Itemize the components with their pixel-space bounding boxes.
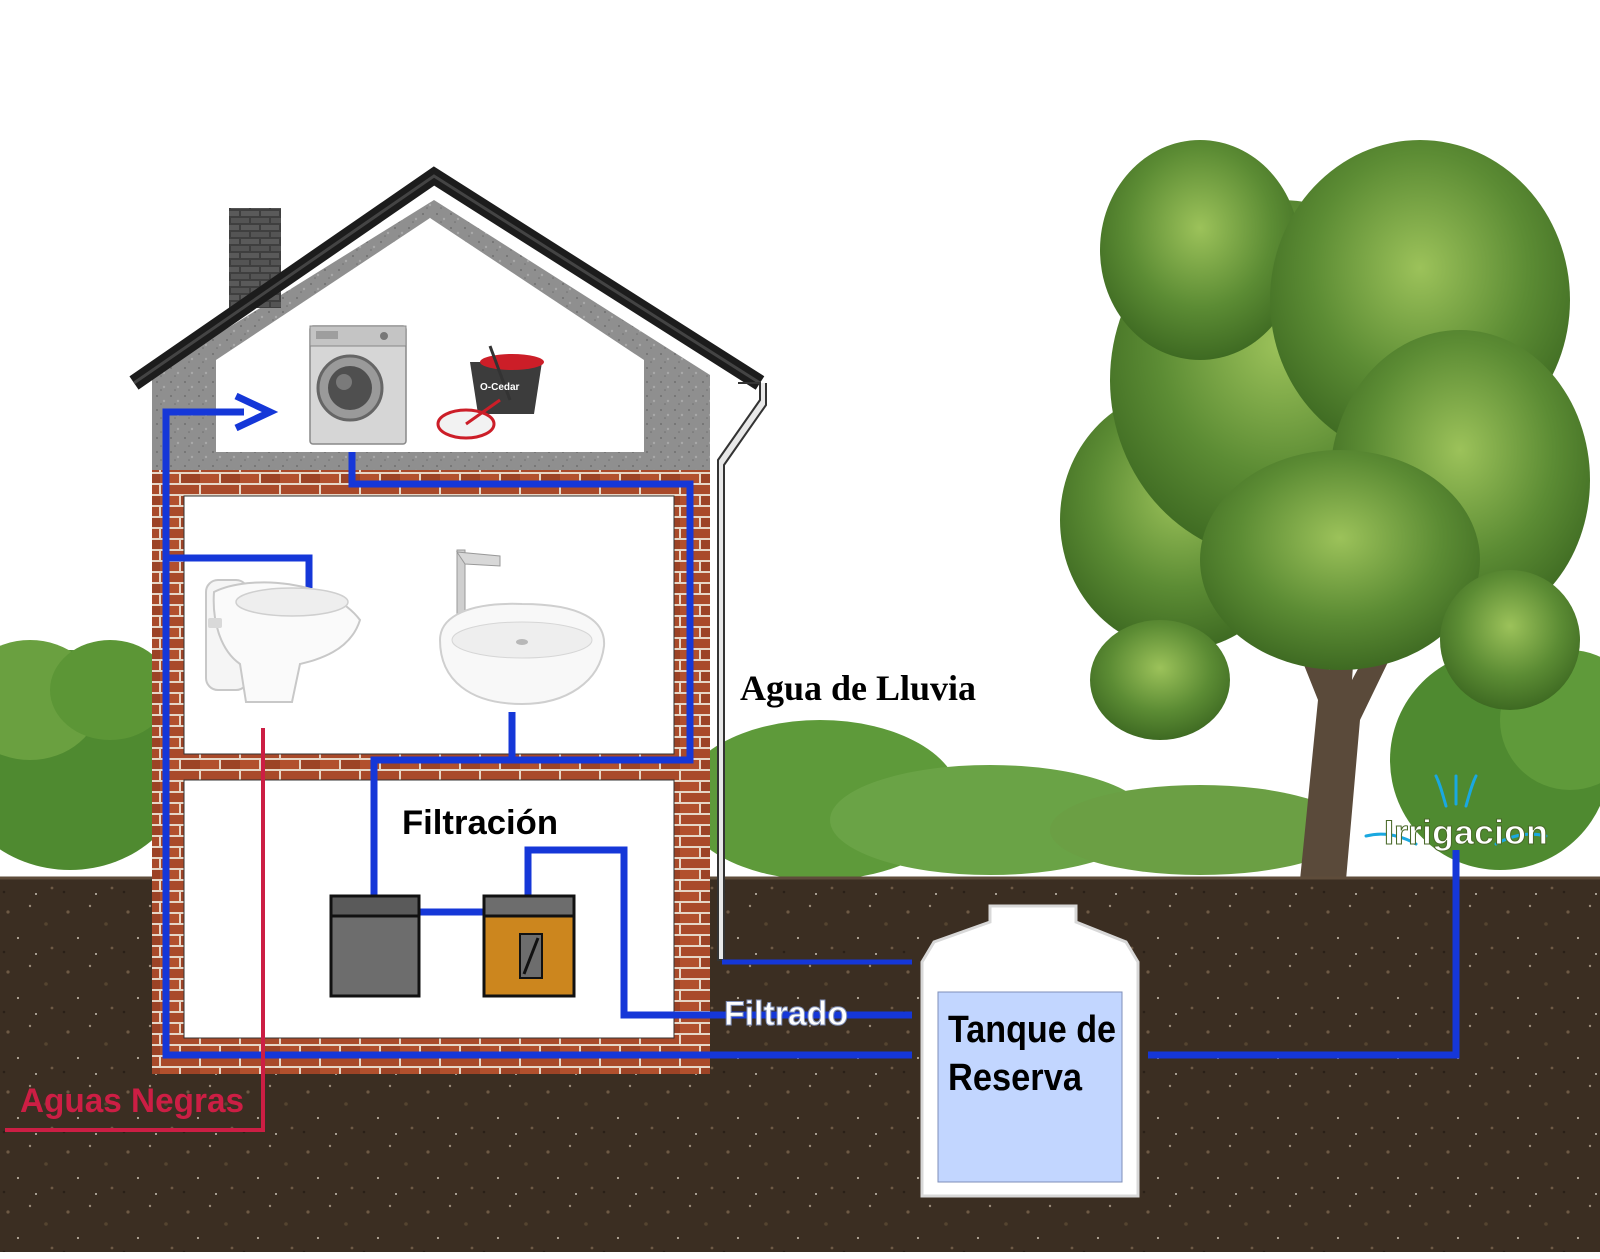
arrow-right-icon (234, 392, 279, 432)
sprinkler-icon (1364, 774, 1548, 846)
pipe-toilet-feed (166, 554, 313, 588)
pipe-washer-drain (348, 452, 694, 898)
label-black-water: Aguas Negras (20, 1082, 244, 1120)
gutter-downspout (717, 382, 767, 961)
pipe-filtered (524, 846, 912, 1019)
washing-machine-icon (309, 325, 407, 445)
mop-brand-label: O-Cedar (480, 382, 520, 393)
label-tank-line2: Reserva (948, 1057, 1083, 1099)
label-irrigation: Irrigacion (1384, 814, 1548, 852)
toilet-icon (205, 579, 362, 703)
label-tank-line1: Tanque de (948, 1009, 1116, 1051)
label-filtration: Filtración (402, 804, 558, 842)
sink-icon (438, 549, 606, 706)
pipe-irrigation (1148, 850, 1460, 1059)
pipe-main-supply (162, 408, 912, 1059)
water-pipes (162, 408, 1460, 1059)
pipe-black-water (5, 728, 265, 1132)
tree-icon (1060, 140, 1590, 880)
label-filtered: Filtrado (724, 995, 848, 1033)
filter-tank-orange (482, 894, 576, 998)
mop-bucket-icon: O-Cedar (436, 345, 544, 440)
filter-tank-gray (329, 894, 421, 998)
reserve-tank (920, 904, 1140, 1198)
background-bushes (0, 640, 1600, 880)
label-rain-water: Agua de Lluvia (740, 668, 976, 708)
